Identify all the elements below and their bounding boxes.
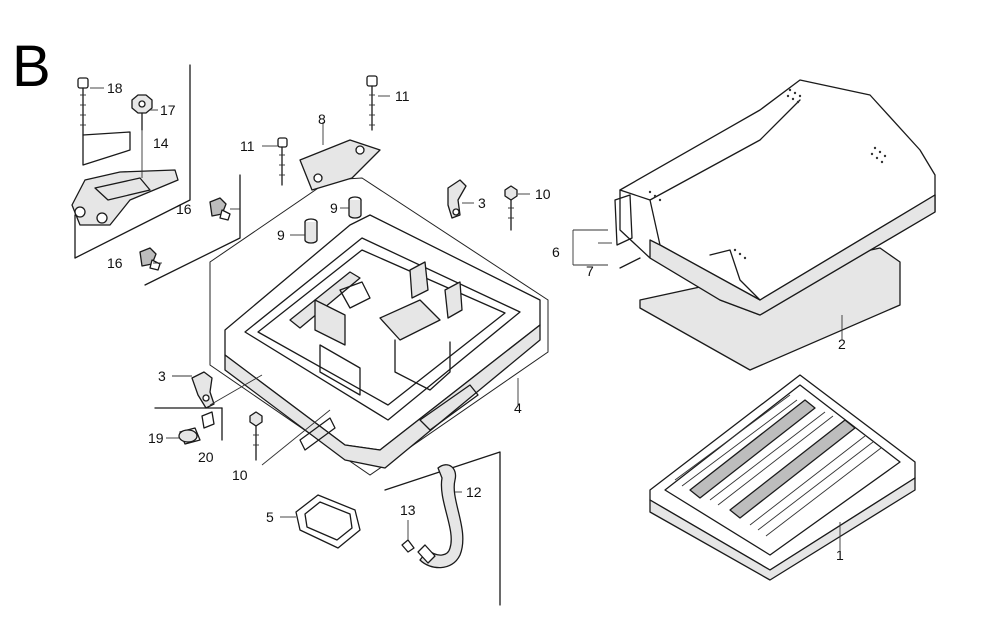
screw-16a (209, 197, 231, 221)
nut-17 (131, 94, 153, 131)
callout-3b: 3 (158, 368, 166, 384)
callout-9b: 9 (330, 200, 338, 216)
callout-14: 14 (153, 135, 169, 151)
air-filter-element-1 (649, 374, 916, 581)
callout-3a: 3 (478, 195, 486, 211)
callout-8: 8 (318, 111, 326, 127)
callout-20: 20 (198, 449, 214, 465)
callout-5: 5 (266, 509, 274, 525)
callout-9a: 9 (277, 227, 285, 243)
callout-1: 1 (836, 547, 844, 563)
cover-2 (572, 79, 936, 371)
callout-16b: 16 (107, 255, 123, 271)
callout-12: 12 (466, 484, 482, 500)
plug-20 (201, 411, 215, 429)
bolt-10a (504, 185, 518, 231)
clip-3b (191, 371, 215, 409)
callout-16a: 16 (176, 201, 192, 217)
screw-16b (139, 247, 161, 271)
tube-group (384, 451, 501, 606)
bracket-8 (299, 122, 381, 191)
bracket-14 (71, 130, 179, 226)
callout-6: 6 (552, 244, 560, 260)
callout-19: 19 (148, 430, 164, 446)
bracket-group (71, 64, 241, 286)
callout-2: 2 (838, 336, 846, 352)
grommet-19 (178, 427, 201, 445)
section-letter: B (12, 34, 51, 99)
callout-17: 17 (160, 102, 176, 118)
clip-3a (447, 179, 467, 219)
callout-4: 4 (514, 400, 522, 416)
callout-18: 18 (107, 80, 123, 96)
callout-11a: 11 (240, 138, 255, 154)
collar-9b (304, 218, 318, 244)
callout-7: 7 (586, 263, 594, 279)
collar-9a (348, 196, 362, 219)
callout-10b: 10 (232, 467, 248, 483)
bolt-10b (249, 411, 263, 461)
air-cleaner-case-4 (209, 177, 549, 476)
leader-lines (90, 87, 612, 540)
bolt-18 (77, 77, 89, 136)
bolt-11b (366, 75, 378, 131)
gasket-5 (295, 494, 361, 549)
callout-11b: 11 (395, 88, 410, 104)
bolt-11a (277, 137, 288, 186)
callout-13: 13 (400, 502, 416, 518)
callout-10a: 10 (535, 186, 551, 202)
